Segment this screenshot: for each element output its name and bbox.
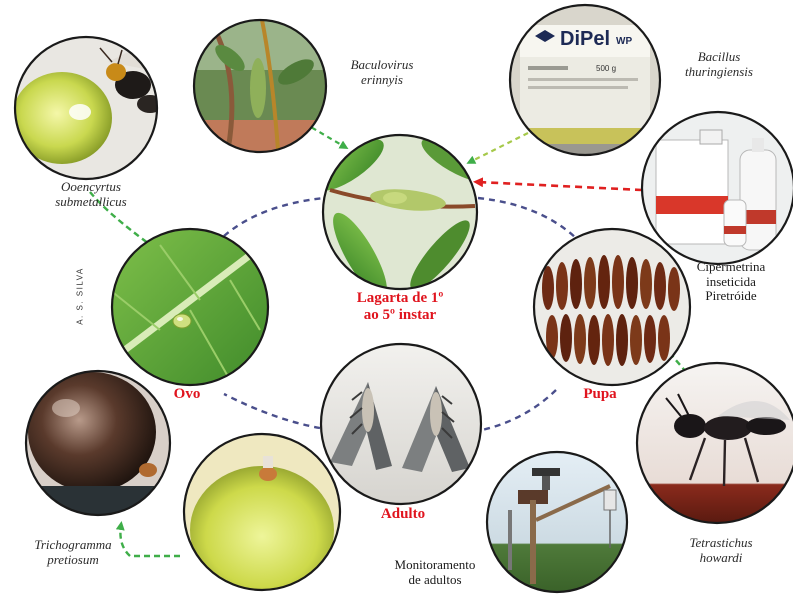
baculovirus-photo — [194, 20, 326, 160]
chemical-line-1: Cipermetrina — [676, 260, 786, 275]
trichogramma-label: Trichogramma pretiosum — [18, 538, 128, 567]
product-weight: 500 g — [596, 64, 616, 73]
chemical-line-2: inseticida — [676, 275, 786, 290]
chemical-products-photo — [642, 112, 793, 264]
bacillus-species: thuringiensis — [664, 65, 774, 80]
egg-photo — [105, 228, 270, 388]
larva-stage-line-1: Lagarta de 1º — [340, 290, 460, 307]
tetrastichus-genus: Tetrastichus — [666, 536, 776, 551]
monitoring-label: Monitoramento de adultos — [380, 558, 490, 587]
arrow-bacillus-to-larva — [470, 133, 528, 162]
egg-stage-label: Ovo — [162, 386, 212, 403]
baculovirus-label: Baculovirus erinnyis — [332, 58, 432, 87]
baculovirus-genus: Baculovirus — [332, 58, 432, 73]
chemical-line-3: Piretróide — [676, 289, 786, 304]
tetrastichus-species: howardi — [666, 551, 776, 566]
larva-stage-label: Lagarta de 1º ao 5º instar — [340, 290, 460, 324]
trichogramma-genus: Trichogramma — [18, 538, 128, 553]
product-suffix: WP — [616, 36, 632, 47]
bacillus-genus: Bacillus — [664, 50, 774, 65]
trichogramma-yellow-egg-photo — [184, 434, 340, 594]
ooencyrtus-genus: Ooencyrtus — [36, 180, 146, 195]
pupa-stage-label: Pupa — [570, 386, 630, 403]
trichogramma-egg-photo — [26, 371, 170, 516]
monitoring-line-2: de adultos — [380, 573, 490, 588]
adult-moths-photo — [321, 344, 481, 504]
bacillus-label: Bacillus thuringiensis — [664, 50, 774, 79]
arrow-trichogramma-to-egg — [120, 525, 180, 556]
pupa-photo — [532, 227, 692, 387]
tetrastichus-wasp-photo — [637, 363, 793, 523]
ooencyrtus-label: Ooencyrtus submetallicus — [36, 180, 146, 209]
arrow-chemical-to-larva — [478, 182, 642, 190]
ooencyrtus-photo — [12, 37, 163, 179]
ooencyrtus-species: submetallicus — [36, 195, 146, 210]
larva-stage-line-2: ao 5º instar — [340, 307, 460, 324]
trichogramma-species: pretiosum — [18, 553, 128, 568]
adult-stage-label: Adulto — [368, 506, 438, 523]
larva-photo — [309, 131, 494, 304]
bacillus-product-photo: DiPel WP 500 g — [510, 5, 660, 155]
tetrastichus-label: Tetrastichus howardi — [666, 536, 776, 565]
monitoring-trap-photo — [487, 452, 627, 592]
product-brand: DiPel — [560, 28, 610, 50]
baculovirus-species: erinnyis — [332, 73, 432, 88]
monitoring-line-1: Monitoramento — [380, 558, 490, 573]
chemical-label: Cipermetrina inseticida Piretróide — [676, 260, 786, 304]
photo-credit: A. S. SILVA — [76, 261, 85, 331]
